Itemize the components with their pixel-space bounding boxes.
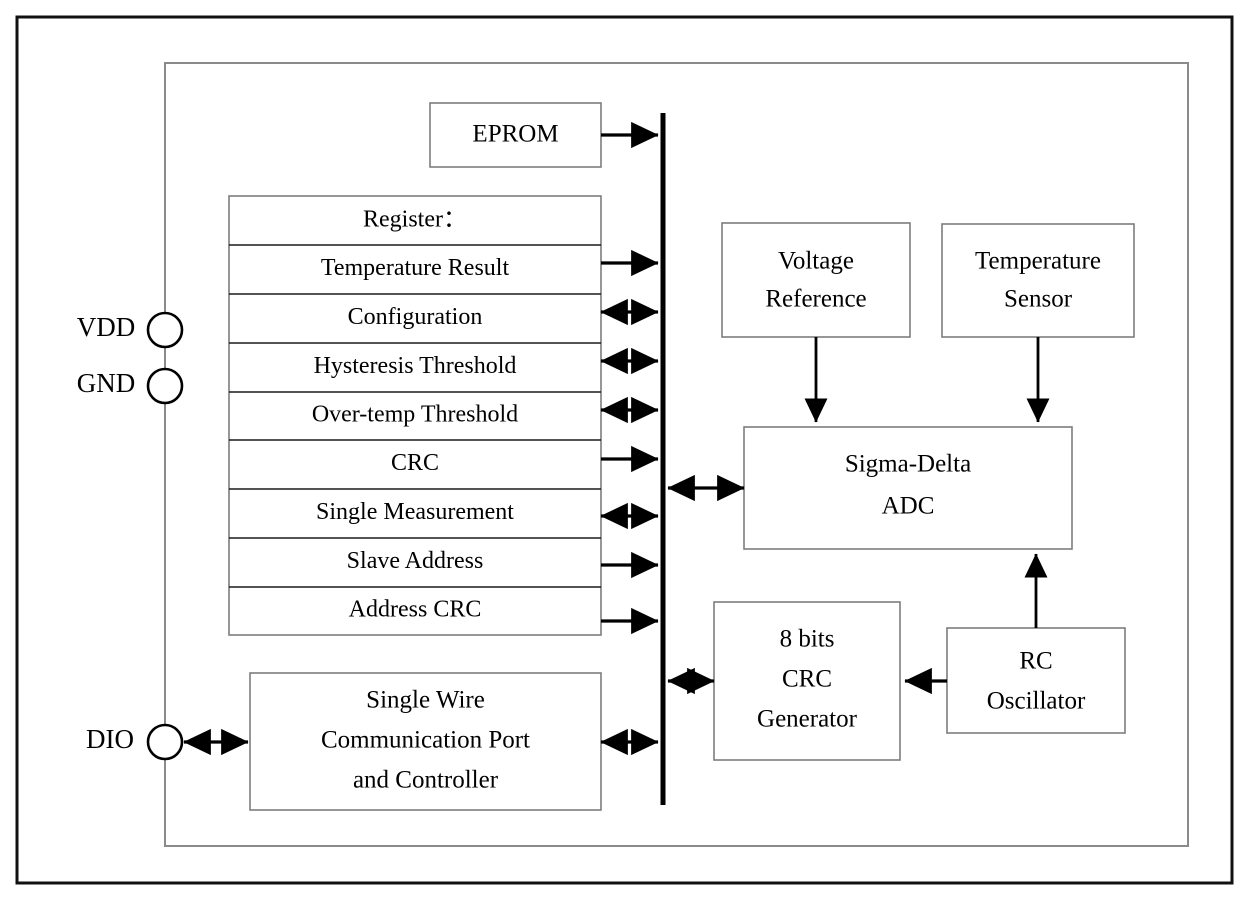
register-row-label-7: Address CRC: [349, 597, 482, 623]
block-crc-generator-line-3: Generator: [757, 706, 858, 733]
block-single-wire-controller[interactable]: [249, 672, 602, 811]
block-rc-oscillator[interactable]: [946, 627, 1126, 734]
register-row-label-0: Temperature Result: [321, 255, 510, 281]
block-crc-generator-line-2: CRC: [782, 666, 832, 693]
pin-vdd-circle[interactable]: [146, 311, 184, 349]
block-eprom-label: EPROM: [472, 121, 558, 148]
outer-frame: [15, 15, 1234, 885]
pin-dio-circle[interactable]: [146, 723, 184, 761]
block-temperature-sensor[interactable]: [941, 223, 1135, 338]
register-row-label-1: Configuration: [348, 304, 483, 330]
register-row-label-5: Single Measurement: [316, 499, 514, 525]
block-rc-oscillator-line-2: Oscillator: [987, 688, 1086, 715]
block-single-wire-line-1: Single Wire: [366, 687, 485, 714]
block-temperature-sensor-line-2: Sensor: [1004, 286, 1073, 313]
block-voltage-reference[interactable]: [721, 222, 911, 338]
block-voltage-reference-line-2: Reference: [765, 286, 866, 313]
block-sigma-delta-adc[interactable]: [743, 426, 1073, 550]
register-row-label-3: Over-temp Threshold: [312, 402, 518, 428]
register-row-label-4: CRC: [391, 450, 439, 476]
block-voltage-reference-line-1: Voltage: [778, 248, 854, 275]
register-row-label-6: Slave Address: [347, 548, 484, 574]
pin-dio-label: DIO: [86, 724, 134, 754]
block-eprom[interactable]: [429, 102, 602, 168]
pin-vdd-label: VDD: [77, 312, 136, 342]
block-sigma-delta-adc-line-2: ADC: [882, 493, 935, 520]
block-temperature-sensor-line-1: Temperature: [975, 248, 1101, 275]
block-sigma-delta-adc-line-1: Sigma-Delta: [845, 451, 971, 478]
block-single-wire-line-3: and Controller: [353, 767, 499, 794]
block-register-stack[interactable]: [228, 195, 602, 636]
register-row-label-2: Hysteresis Threshold: [314, 353, 517, 379]
register-header-label: Register：: [363, 207, 467, 233]
pin-gnd-label: GND: [77, 368, 136, 398]
block-single-wire-line-2: Communication Port: [321, 727, 530, 754]
pin-gnd-circle[interactable]: [146, 367, 184, 405]
block-crc-generator-line-1: 8 bits: [780, 626, 835, 653]
block-rc-oscillator-line-1: RC: [1019, 648, 1052, 675]
